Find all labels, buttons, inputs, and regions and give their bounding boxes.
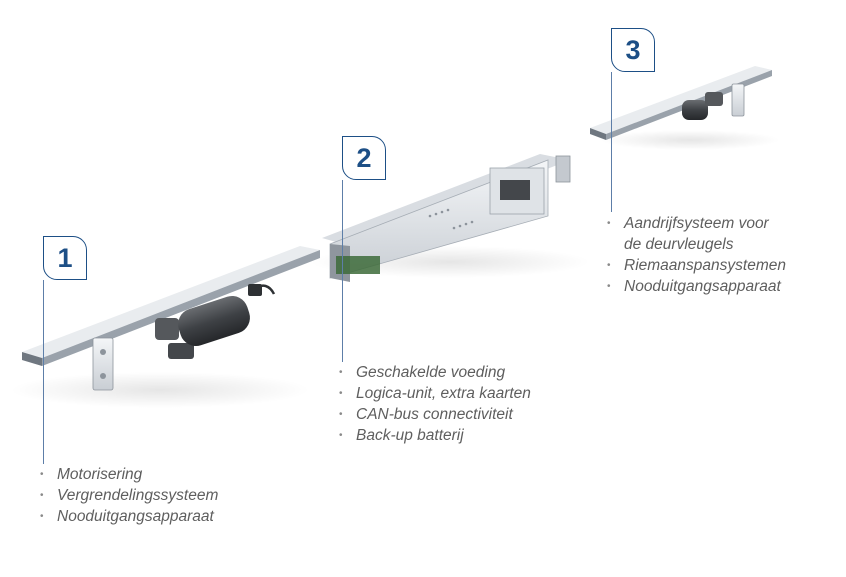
callout-1-badge: 1	[43, 236, 87, 280]
feature-item: •Motorisering	[40, 466, 143, 483]
callout-1-number: 1	[57, 242, 73, 273]
feature-item: •Logica-unit, extra kaarten	[339, 385, 531, 402]
feature-item: •Vergrendelingssysteem	[40, 487, 219, 504]
feature-item: •Riemaanspansystemen	[607, 257, 786, 274]
feature-item: •Back-up batterij	[339, 427, 464, 444]
feature-item: •Aandrijfsysteem voor	[607, 215, 769, 232]
callout-2-feature-list: •Geschakelde voeding •Logica-unit, extra…	[339, 362, 531, 446]
feature-item: •Geschakelde voeding	[339, 364, 506, 381]
callout-2-number: 2	[356, 142, 372, 173]
feature-item: •CAN-bus connectiviteit	[339, 406, 513, 423]
callout-3-feature-list: •Aandrijfsysteem voor de deurvleugels •R…	[607, 213, 786, 297]
feature-item: •Nooduitgangsapparaat	[607, 278, 781, 295]
feature-item-continuation: de deurvleugels	[624, 236, 734, 253]
callout-1-leader	[43, 280, 45, 464]
rail-control-unit	[310, 154, 590, 282]
callout-3-number: 3	[625, 34, 641, 65]
rail-motorization	[10, 246, 320, 408]
rail-drive-system	[590, 66, 780, 150]
callout-1-feature-list: •Motorisering •Vergrendelingssysteem •No…	[40, 464, 218, 527]
callout-3-leader	[611, 72, 613, 212]
callout-2-badge: 2	[342, 136, 386, 180]
callout-3-badge: 3	[611, 28, 655, 72]
callout-2-leader	[342, 180, 344, 362]
feature-item: •Nooduitgangsapparaat	[40, 508, 214, 525]
